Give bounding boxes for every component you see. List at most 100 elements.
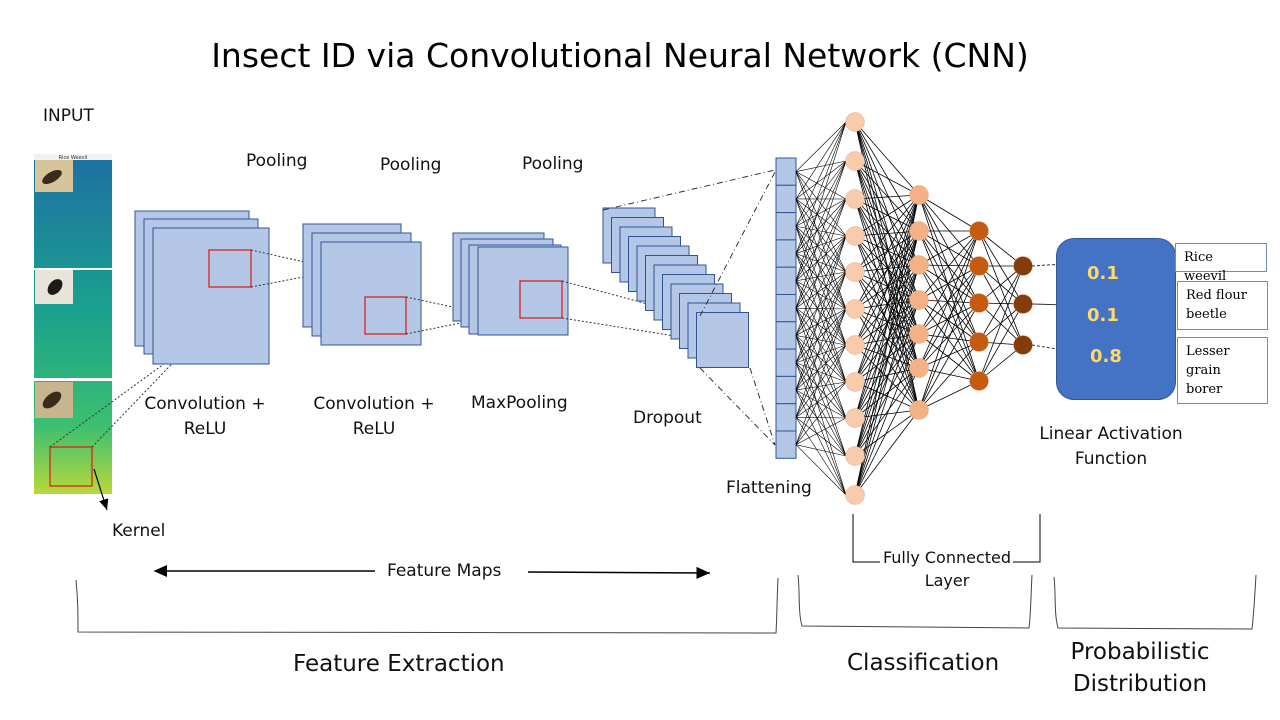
input-caption: Rice Weevil <box>59 155 88 161</box>
connection <box>795 271 847 391</box>
connection <box>795 280 847 310</box>
neuron-layer-2 <box>909 221 929 241</box>
connection <box>854 333 920 419</box>
connection <box>795 335 847 457</box>
connection <box>795 235 847 254</box>
connection <box>795 225 847 237</box>
connection <box>918 264 980 382</box>
flatten-cell <box>775 212 797 241</box>
connection <box>795 121 847 281</box>
connection <box>918 299 980 304</box>
connection <box>854 121 920 232</box>
connection <box>918 380 980 411</box>
activation-label-line1: Linear Activation <box>1039 424 1183 444</box>
connection <box>795 253 847 310</box>
connection <box>854 160 920 196</box>
dropout-feature-maps <box>602 207 749 368</box>
flatten-cell <box>775 266 797 296</box>
neuron-layer-4 <box>1013 335 1033 355</box>
connection <box>918 299 980 382</box>
connection <box>795 160 847 254</box>
connection <box>854 194 920 346</box>
connection <box>795 235 847 309</box>
connection <box>795 362 847 419</box>
flatten-cell <box>775 157 797 186</box>
kernel-arrow <box>93 468 109 511</box>
input-label: INPUT <box>43 106 94 126</box>
dropout-map <box>696 312 749 368</box>
flattening-label: Flattening <box>726 478 812 498</box>
neuron-layer-1 <box>845 335 865 355</box>
probability-box <box>1056 238 1176 400</box>
neuron-layer-1 <box>845 226 865 246</box>
kernel-label: Kernel <box>112 521 166 541</box>
feature-maps-label: Feature Maps <box>387 561 502 581</box>
connection <box>795 198 847 237</box>
connection <box>795 160 847 309</box>
section-probabilistic-line2: Distribution <box>1072 671 1208 697</box>
fc-label-line2: Layer <box>924 571 970 590</box>
connection <box>978 230 1024 305</box>
connection <box>918 265 980 411</box>
connection <box>795 160 847 227</box>
connection <box>918 333 980 382</box>
neuron-layer-3 <box>969 371 989 391</box>
connection <box>854 198 920 369</box>
connection <box>795 198 847 254</box>
connection <box>918 265 980 369</box>
connection <box>795 307 847 310</box>
connection <box>978 265 1024 346</box>
connection <box>795 417 847 445</box>
neuron-layer-2 <box>909 290 929 310</box>
connection <box>918 341 980 369</box>
connection <box>795 381 847 445</box>
connection <box>854 299 920 457</box>
neuron-layer-2 <box>909 358 929 378</box>
connection <box>918 302 980 335</box>
connection <box>918 194 980 232</box>
connection <box>978 230 1024 346</box>
connection <box>854 194 920 383</box>
connection <box>795 417 847 457</box>
connection <box>854 308 920 369</box>
connection <box>795 121 847 172</box>
connection <box>918 367 980 382</box>
insect-photo-1 <box>35 160 73 192</box>
connection <box>795 198 847 309</box>
flatten-cell <box>775 184 797 214</box>
neuron-layer-1 <box>845 408 865 428</box>
connection <box>795 362 847 383</box>
dropout-label: Dropout <box>633 408 702 428</box>
connection <box>854 194 920 310</box>
connection <box>918 194 980 304</box>
connection <box>854 264 920 310</box>
connection <box>918 230 980 382</box>
connection <box>918 302 980 369</box>
connection <box>795 235 847 282</box>
connection <box>795 381 847 391</box>
connection <box>795 271 847 309</box>
connection <box>795 160 847 172</box>
connection <box>795 389 847 496</box>
connection <box>795 417 847 419</box>
connection <box>854 160 920 335</box>
connection <box>795 362 847 496</box>
connection <box>854 264 920 346</box>
insect-photo-2 <box>35 270 73 304</box>
connection <box>854 409 920 496</box>
prob-value-3: 0.8 <box>1090 346 1122 367</box>
connection <box>795 335 847 496</box>
connection <box>918 230 980 411</box>
connection <box>854 230 920 496</box>
neuron-layer-1 <box>845 189 865 209</box>
connection <box>918 230 980 343</box>
connection <box>795 344 847 445</box>
connection <box>795 308 847 336</box>
connection <box>854 264 920 496</box>
section-probabilistic-line1: Probabilistic <box>1070 639 1210 665</box>
connection <box>854 333 920 457</box>
connection <box>854 121 920 266</box>
connection <box>854 367 920 419</box>
connection <box>795 308 847 391</box>
connection <box>978 303 1024 382</box>
